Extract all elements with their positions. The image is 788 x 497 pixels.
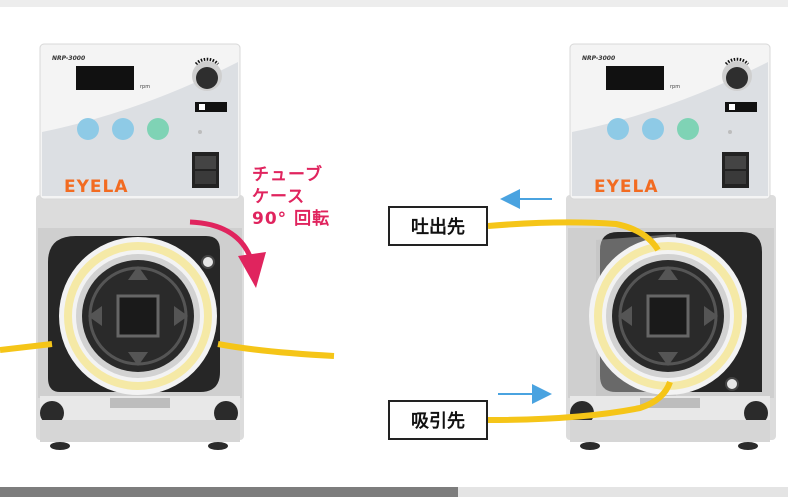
- pump-right-button-1: [607, 118, 629, 140]
- pump-left-brand: EYELA: [64, 177, 129, 197]
- pump-left-button-2: [112, 118, 134, 140]
- pump-left-button-1: [77, 118, 99, 140]
- rotation-callout: チューブ ケース 90° 回転: [252, 164, 330, 230]
- suction-label: 吸引先: [388, 400, 488, 440]
- pump-right-tube-discharge: [487, 219, 661, 252]
- pump-right-display: [606, 66, 664, 90]
- pump-left-tube-in: [0, 341, 53, 353]
- rotation-arrow-icon: [189, 219, 266, 288]
- callout-line-2: ケース: [252, 187, 306, 207]
- pump-left-display: [76, 66, 134, 90]
- pump-right-button-2: [642, 118, 664, 140]
- pump-left-foot-2: [214, 401, 238, 425]
- pump-right-brand: EYELA: [594, 177, 659, 197]
- pump-left: NRP-3000 rpm EYELA: [0, 43, 335, 450]
- pump-right-knob: [726, 67, 748, 89]
- discharge-label: 吐出先: [388, 206, 488, 246]
- pump-left-unit: rpm: [140, 84, 150, 90]
- bottom-progress-track: [458, 487, 788, 497]
- callout-line-3: 90° 回転: [252, 209, 331, 229]
- pump-left-knob: [196, 67, 218, 89]
- pump-left-foot-1: [40, 401, 64, 425]
- pump-left-button-3: [147, 118, 169, 140]
- pump-right-unit: rpm: [670, 84, 680, 90]
- bottom-progress-bar: [0, 487, 458, 497]
- pump-right-button-3: [677, 118, 699, 140]
- pump-right: NRP-3000 rpm EYELA: [566, 43, 776, 450]
- pump-right-tube-suction: [487, 380, 673, 423]
- pump-right-model: NRP-3000: [582, 55, 615, 62]
- pump-left-model: NRP-3000: [52, 55, 85, 62]
- pump-left-tube-out: [217, 341, 335, 359]
- pump-left-panel-swoosh: [42, 62, 238, 196]
- top-border: [0, 0, 788, 7]
- pump-right-switch: [725, 102, 757, 112]
- callout-line-1: チューブ: [252, 165, 323, 185]
- pump-left-switch: [195, 102, 227, 112]
